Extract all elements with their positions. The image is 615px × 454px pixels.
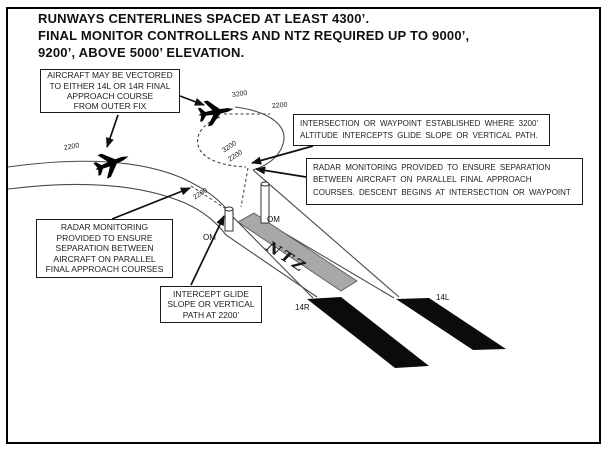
page-border [6,7,601,444]
aircraft-icon-top [196,96,236,128]
callout-intersection: INTERSECTION OR WAYPOINT ESTABLISHED WHE… [293,114,550,146]
arrow-vectored-to-left-aircraft [106,114,119,148]
runway-label-14l: 14L [436,293,450,302]
arrow-radar-left-to-path [111,187,191,220]
vector-path-upper [7,160,314,299]
callout-radar-left: RADAR MONITORING PROVIDED TO ENSURE SEPA… [36,219,173,278]
aircraft-icon-left [90,144,134,182]
altitude-3200-path [234,106,285,171]
dashed-turn-path [197,116,247,168]
arrow-intersection-to-point [251,145,314,165]
runway-label-14r: 14R [295,303,310,312]
header-line-3: 9200’, ABOVE 5000’ ELEVATION. [38,45,245,60]
approach-course-14l [252,169,400,298]
header-line-2: FINAL MONITOR CONTROLLERS AND NTZ REQUIR… [38,28,470,43]
om-label-left: OM [203,233,216,242]
callout-radar-right: RADAR MONITORING PROVIDED TO ENSURE SEPA… [306,158,583,205]
ntz-zone [237,212,358,292]
header-line-1: RUNWAYS CENTERLINES SPACED AT LEAST 4300… [38,11,370,26]
altitude-label-2200-top: 2200 [271,101,288,110]
callout-intercept: INTERCEPT GLIDE SLOPE OR VERTICAL PATH A… [160,286,262,323]
arrow-radar-right-to-point [254,166,307,178]
callout-vectored: AIRCRAFT MAY BE VECTORED TO EITHER 14L O… [40,69,180,113]
om-marker-left [224,206,234,232]
arrow-intercept-to-om [190,215,225,286]
arrow-vectored-to-top-aircraft [179,95,205,106]
om-label-right: OM [267,215,280,224]
runway-14l-shape [396,298,506,350]
runway-14r-shape [307,297,429,368]
om-marker-right [260,181,270,224]
dashed-altitude-drop [240,167,249,208]
